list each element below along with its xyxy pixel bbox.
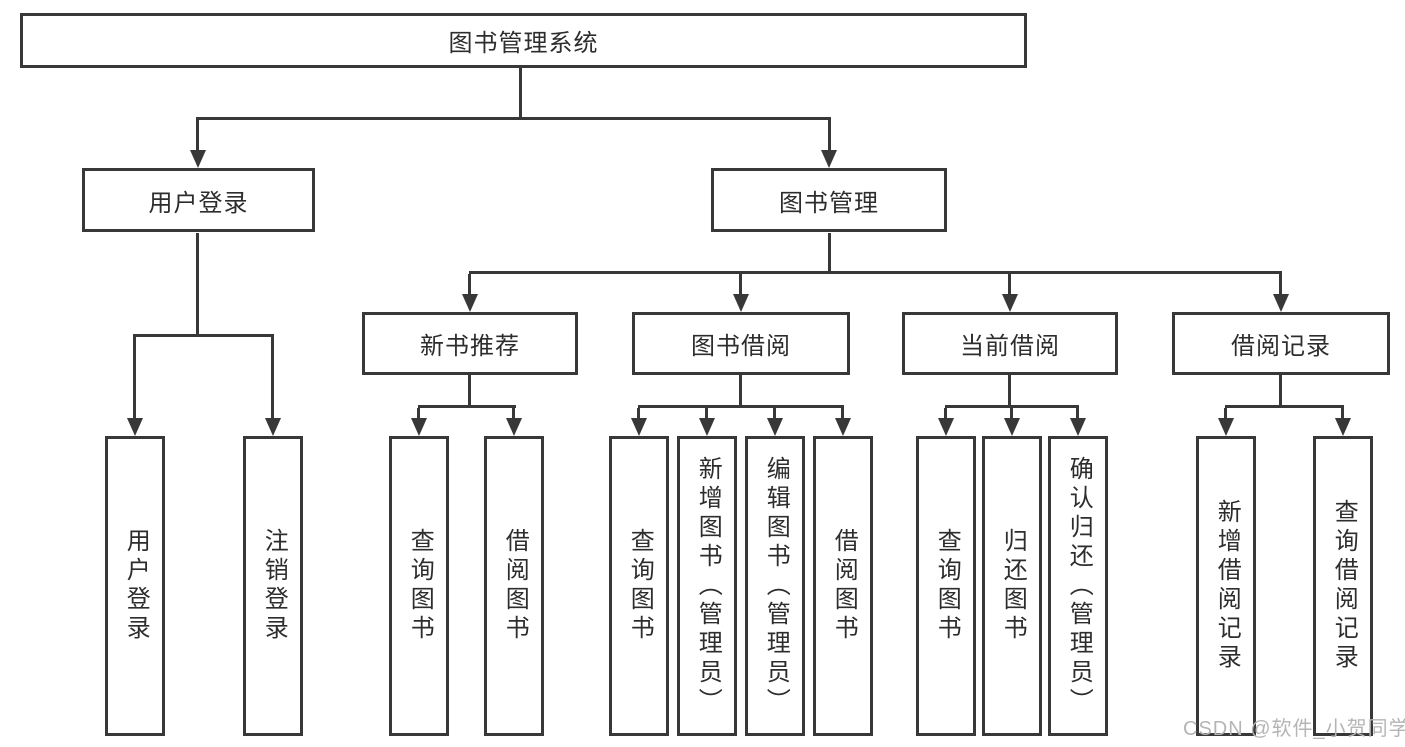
connector-line (739, 274, 742, 296)
watermark-text: CSDN @软件_小贺同学 (1183, 718, 1405, 740)
connector-line (1010, 408, 1013, 420)
connector-line (196, 233, 199, 337)
leaf-label: 查询图书 (626, 528, 654, 644)
leaf-user-login: 用户登录 (105, 436, 165, 736)
connector-line (828, 120, 831, 150)
leaf-label: 借阅图书 (501, 528, 529, 644)
arrow-down-icon (1070, 418, 1086, 436)
connector-line (271, 337, 274, 421)
node-user-login: 用户登录 (82, 168, 315, 232)
node-book-management: 图书管理 (711, 168, 947, 232)
leaf-label: 编辑图书（管理员） (762, 455, 790, 717)
leaf-query-borrow-record: 查询借阅记录 (1313, 436, 1373, 736)
leaf-borrow-books: 借阅图书 (813, 436, 873, 736)
leaf-label: 确认归还（管理员） (1065, 455, 1093, 717)
leaf-label: 新增图书（管理员） (694, 455, 722, 717)
arrow-down-icon (411, 418, 427, 436)
node-borrowing-records: 借阅记录 (1172, 312, 1390, 375)
leaf-label: 查询图书 (406, 528, 434, 644)
arrow-down-icon (631, 418, 647, 436)
connector-line (469, 271, 1282, 274)
arrow-down-icon (1273, 294, 1289, 312)
connector-line (1341, 408, 1344, 420)
leaf-label: 查询借阅记录 (1330, 499, 1358, 673)
connector-line (133, 334, 274, 337)
connector-line (418, 405, 516, 408)
leaf-add-borrow-record: 新增借阅记录 (1196, 436, 1256, 736)
node-label: 图书管理系统 (448, 30, 599, 57)
leaf-label: 归还图书 (999, 528, 1027, 644)
leaf-edit-books-admin: 编辑图书（管理员） (745, 436, 805, 736)
leaf-label: 查询图书 (933, 528, 961, 644)
node-library-management-system: 图书管理系统 (20, 13, 1027, 68)
leaf-label: 用户登录 (122, 528, 150, 644)
connector-line (944, 408, 947, 420)
connector-line (1076, 408, 1079, 420)
node-label: 用户登录 (148, 189, 249, 217)
connector-line (468, 375, 471, 408)
node-label: 借阅记录 (1231, 333, 1331, 360)
arrow-down-icon (1218, 418, 1234, 436)
leaf-borrow-books: 借阅图书 (484, 436, 544, 736)
arrow-down-icon (1335, 418, 1351, 436)
arrow-down-icon (767, 418, 783, 436)
connector-line (512, 408, 515, 420)
leaf-label: 注销登录 (260, 528, 288, 644)
node-new-book-recommendation: 新书推荐 (362, 312, 578, 375)
connector-line (705, 408, 708, 420)
arrow-down-icon (699, 418, 715, 436)
node-label: 图书借阅 (691, 333, 791, 360)
arrow-down-icon (462, 294, 478, 312)
connector-line (945, 405, 1079, 408)
connector-line (739, 375, 742, 408)
leaf-return-books: 归还图书 (982, 436, 1042, 736)
leaf-query-books: 查询图书 (916, 436, 976, 736)
connector-line (519, 68, 522, 119)
connector-line (196, 117, 831, 120)
connector-line (1279, 274, 1282, 296)
leaf-label: 借阅图书 (830, 528, 858, 644)
arrow-down-icon (127, 418, 143, 436)
node-label: 当前借阅 (960, 333, 1060, 360)
node-label: 图书管理 (779, 189, 879, 217)
connector-line (1008, 375, 1011, 408)
arrow-down-icon (1004, 418, 1020, 436)
connector-line (196, 120, 199, 150)
arrow-down-icon (1002, 294, 1018, 312)
connector-line (828, 233, 831, 274)
leaf-confirm-return-admin: 确认归还（管理员） (1048, 436, 1108, 736)
connector-line (1008, 274, 1011, 296)
leaf-logout: 注销登录 (243, 436, 303, 736)
arrow-down-icon (190, 150, 206, 168)
connector-line (417, 408, 420, 420)
node-label: 新书推荐 (420, 333, 520, 360)
arrow-down-icon (938, 418, 954, 436)
connector-line (1225, 405, 1344, 408)
connector-line (133, 337, 136, 421)
connector-line (841, 408, 844, 420)
leaf-query-books: 查询图书 (389, 436, 449, 736)
connector-line (773, 408, 776, 420)
leaf-query-books: 查询图书 (609, 436, 669, 736)
leaf-label: 新增借阅记录 (1213, 499, 1241, 673)
connector-line (468, 274, 471, 296)
arrow-down-icon (821, 150, 837, 168)
connector-line (637, 408, 640, 420)
connector-line (1279, 375, 1282, 408)
leaf-add-books-admin: 新增图书（管理员） (677, 436, 737, 736)
connector-line (1224, 408, 1227, 420)
arrow-down-icon (506, 418, 522, 436)
node-book-borrowing: 图书借阅 (632, 312, 850, 375)
connector-line (638, 405, 844, 408)
arrow-down-icon (835, 418, 851, 436)
arrow-down-icon (265, 418, 281, 436)
node-current-borrowing: 当前借阅 (902, 312, 1118, 375)
arrow-down-icon (733, 294, 749, 312)
